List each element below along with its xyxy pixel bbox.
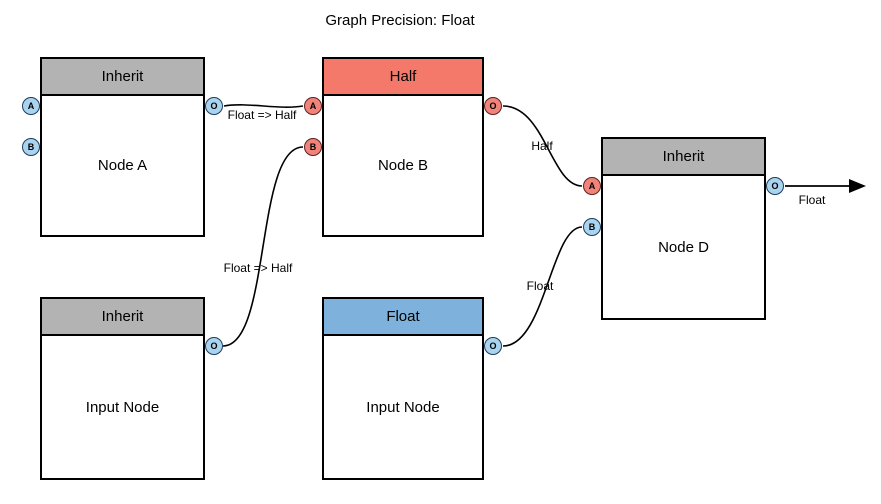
node-b-port-a[interactable]: A	[304, 97, 322, 115]
node-b[interactable]: Half Node B A B O	[304, 57, 502, 237]
node-b-header: Half	[324, 59, 482, 96]
edge-label-b-to-d: Half	[531, 139, 553, 153]
input-node-1-label: Input Node	[85, 398, 160, 416]
input-node-1-header: Inherit	[42, 299, 203, 336]
node-a-port-o[interactable]: O	[205, 97, 223, 115]
edge-label-a-to-b: Float => Half	[227, 108, 297, 122]
node-a-port-a[interactable]: A	[22, 97, 40, 115]
node-a-port-b[interactable]: B	[22, 138, 40, 156]
node-d-port-a[interactable]: A	[583, 177, 601, 195]
node-a-label: Node A	[97, 157, 148, 174]
node-b-port-o[interactable]: O	[484, 97, 502, 115]
node-d-label: Node D	[658, 238, 709, 256]
edge-label-input1-to-b: Float => Half	[223, 261, 293, 275]
node-d[interactable]: Inherit Node D A B O	[583, 137, 784, 320]
node-b-port-b[interactable]: B	[304, 138, 322, 156]
input-node-2-port-o[interactable]: O	[484, 337, 502, 355]
edge-input1-to-nodeb	[222, 146, 304, 347]
input-node-1-port-o[interactable]: O	[205, 337, 223, 355]
output-arrowhead-icon	[849, 179, 866, 193]
node-d-port-b[interactable]: B	[583, 218, 601, 236]
node-b-label: Node B	[377, 157, 429, 174]
edge-label-input2-to-d: Float	[526, 279, 554, 293]
edge-label-output: Float	[798, 193, 826, 207]
input-node-2[interactable]: Float Input Node O	[322, 297, 502, 480]
node-a[interactable]: Inherit Node A A B O	[22, 57, 223, 237]
input-node-2-header: Float	[324, 299, 482, 336]
edge-nodea-to-nodeb	[223, 104, 304, 108]
node-a-header: Inherit	[42, 59, 203, 96]
input-node-2-label: Input Node	[366, 398, 440, 416]
input-node-1[interactable]: Inherit Input Node O	[40, 297, 223, 480]
graph-title: Graph Precision: Float	[325, 12, 475, 29]
node-d-header: Inherit	[603, 139, 764, 176]
node-d-port-o[interactable]: O	[766, 177, 784, 195]
